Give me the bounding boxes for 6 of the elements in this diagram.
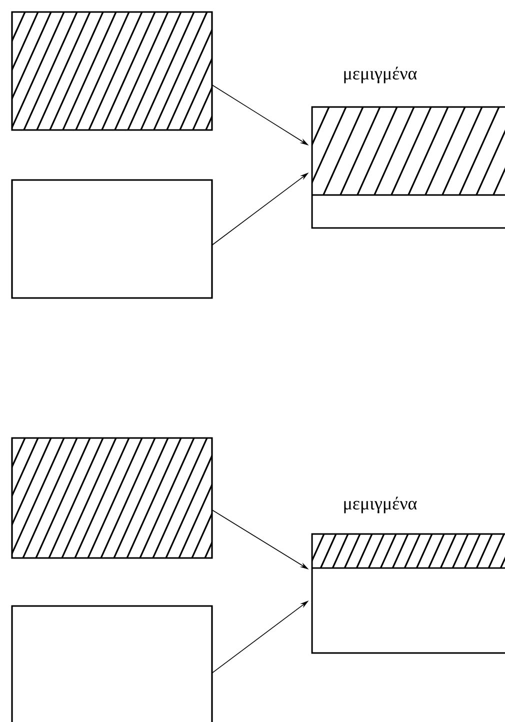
empty-box <box>11 179 213 299</box>
heading: μεμιγμένα <box>344 66 417 84</box>
heading: μεμιγμένα <box>344 496 417 514</box>
hatched-box <box>11 437 213 559</box>
hatched-box <box>11 11 213 131</box>
empty-box <box>11 605 213 722</box>
